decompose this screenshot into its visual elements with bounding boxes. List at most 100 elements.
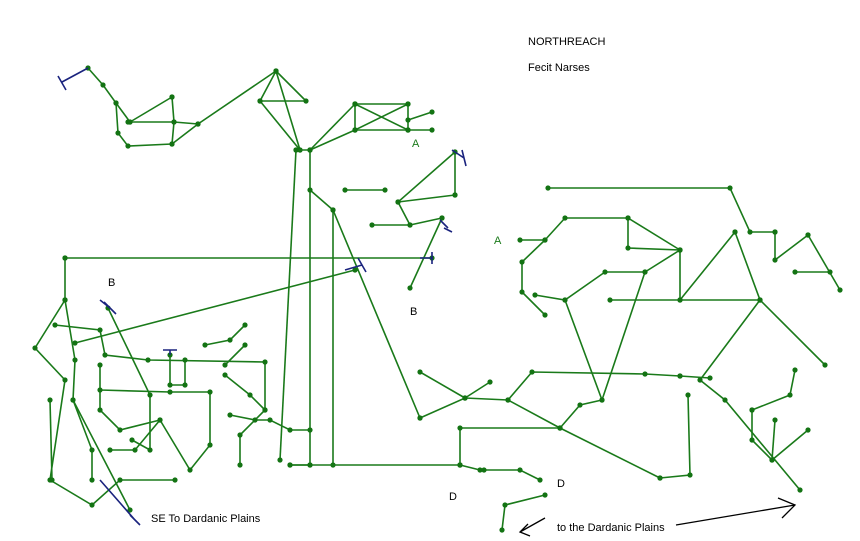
map-node: [352, 267, 358, 273]
map-node: [657, 475, 663, 481]
map-node: [167, 389, 173, 395]
map-node: [169, 94, 175, 100]
exit-marker: [99, 479, 141, 526]
road-segment: [807, 234, 841, 291]
road-segment: [679, 375, 711, 379]
map-node: [369, 222, 375, 228]
exit-marker: [163, 349, 177, 355]
exit-marker: [420, 252, 433, 264]
map-node: [262, 359, 268, 365]
road-segment: [659, 394, 691, 479]
map-node: [237, 432, 243, 438]
map-node: [707, 375, 713, 381]
map-node: [257, 98, 263, 104]
map-node: [429, 109, 435, 115]
map-author: Fecit Narses: [528, 62, 590, 74]
road-segment: [115, 102, 131, 123]
map-node: [202, 342, 208, 348]
link-label-d: D: [449, 491, 457, 503]
map-node: [787, 392, 793, 398]
map-node: [499, 527, 505, 533]
map-node: [307, 147, 313, 153]
map-node: [222, 372, 228, 378]
map-node: [722, 397, 728, 403]
map-node: [642, 371, 648, 377]
map-node: [452, 192, 458, 198]
link-label-b: B: [410, 306, 418, 318]
map-node: [772, 417, 778, 423]
map-node: [237, 462, 243, 468]
map-node: [417, 369, 423, 375]
map-node: [62, 377, 68, 383]
map-node: [157, 417, 163, 423]
map-node: [352, 101, 358, 107]
map-node: [462, 395, 468, 401]
road-segment: [49, 399, 53, 481]
road-segment: [459, 464, 481, 471]
map-node: [517, 237, 523, 243]
map-node: [602, 269, 608, 275]
exit-marker: [439, 219, 453, 233]
map-node: [625, 215, 631, 221]
exit-marker: [451, 149, 467, 167]
map-node: [557, 425, 563, 431]
road-segment: [534, 249, 681, 301]
map-node: [792, 269, 798, 275]
map-node: [115, 130, 121, 136]
road-segment: [309, 129, 356, 151]
map-node: [517, 467, 523, 473]
map-node: [749, 407, 755, 413]
map-node: [227, 412, 233, 418]
map-node: [697, 377, 703, 383]
map-node: [429, 127, 435, 133]
map-node: [277, 457, 283, 463]
exit-label-east: to the Dardanic Plains: [557, 522, 665, 534]
map-node: [89, 502, 95, 508]
map-node: [502, 502, 508, 508]
map-node: [287, 427, 293, 433]
map-node: [167, 382, 173, 388]
map-node: [307, 427, 313, 433]
map-node: [477, 467, 483, 473]
map-node: [457, 425, 463, 431]
road-segment: [409, 217, 443, 226]
map-node: [599, 397, 605, 403]
map-node: [207, 442, 213, 448]
map-node: [837, 287, 843, 293]
road-segment: [397, 194, 456, 203]
map-node: [805, 232, 811, 238]
road-segment: [419, 397, 661, 479]
map-node: [607, 297, 613, 303]
map-node: [222, 362, 228, 368]
map-node: [117, 477, 123, 483]
link-label-b: B: [108, 277, 116, 289]
map-node: [287, 462, 293, 468]
road-segment: [407, 111, 433, 121]
map-node: [481, 467, 487, 473]
map-node: [100, 82, 106, 88]
map-node: [792, 367, 798, 373]
road-segment: [259, 100, 301, 151]
road-segment: [759, 299, 826, 366]
road-segment: [419, 371, 466, 399]
map-node: [642, 269, 648, 275]
map-node: [352, 127, 358, 133]
map-node: [129, 437, 135, 443]
road-segment: [169, 355, 186, 386]
map-node: [405, 127, 411, 133]
map-node: [147, 447, 153, 453]
map-node: [519, 259, 525, 265]
road-segment: [279, 149, 297, 461]
road-segment: [501, 494, 546, 531]
map-node: [677, 297, 683, 303]
map-node: [405, 117, 411, 123]
map-node: [342, 187, 348, 193]
exit-marker: [57, 67, 89, 91]
road-segment: [372, 151, 456, 226]
road-segment: [354, 103, 409, 131]
exit-label-se: SE To Dardanic Plains: [151, 513, 261, 525]
road-segment: [771, 419, 776, 461]
map-node: [97, 327, 103, 333]
map-node: [247, 392, 253, 398]
